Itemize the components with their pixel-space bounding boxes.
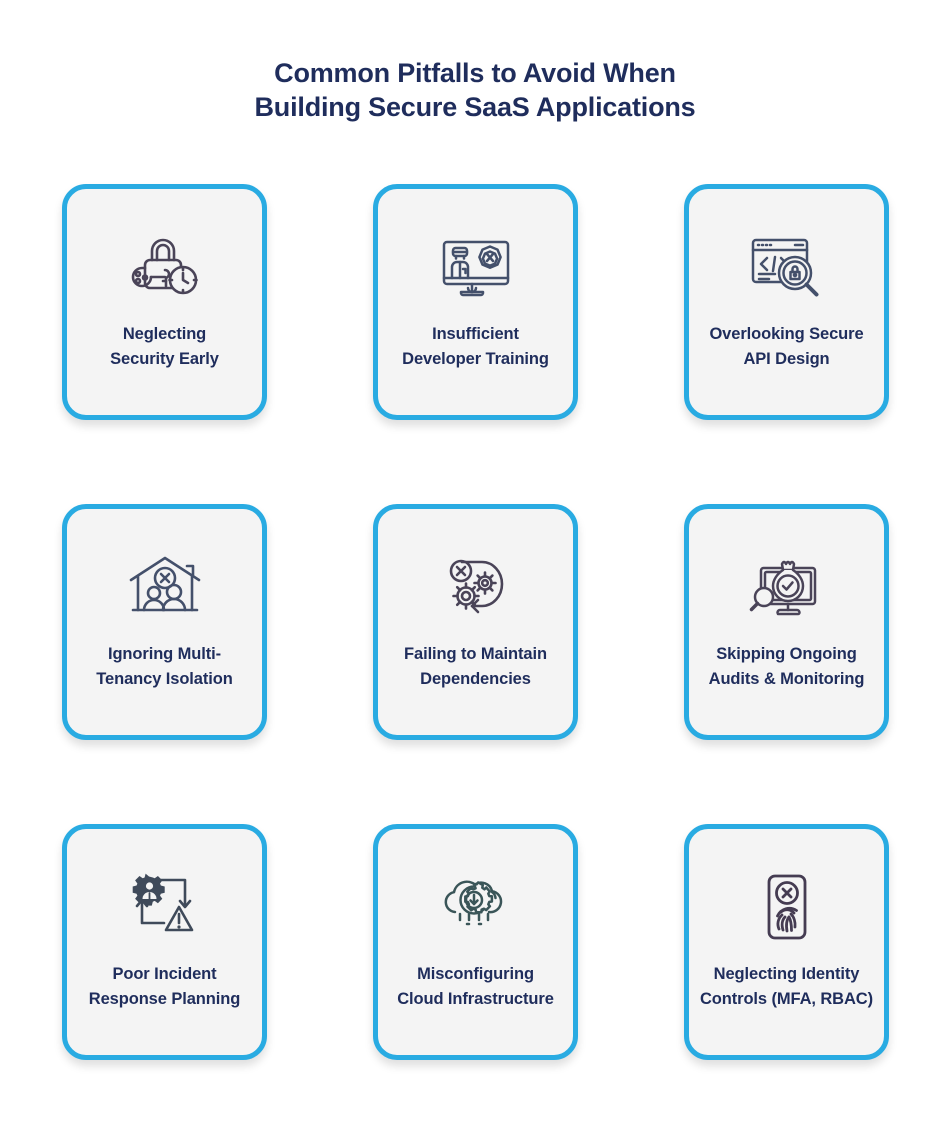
card-misconfiguring-cloud-infrastructure[interactable]: Misconfiguring Cloud Infrastructure	[373, 824, 578, 1060]
page-title-line-2: Building Secure SaaS Applications	[254, 92, 696, 122]
card-label: Skipping Ongoing Audits & Monitoring	[708, 645, 865, 688]
card-label: Insufficient Developer Training	[402, 325, 549, 368]
card-label: Ignoring Multi- Tenancy Isolation	[96, 645, 233, 688]
card-label: Neglecting Identity Controls (MFA, RBAC)	[699, 965, 874, 1008]
card-neglecting-security-early[interactable]: Neglecting Security Early	[62, 184, 267, 420]
card-insufficient-developer-training[interactable]: Insufficient Developer Training	[373, 184, 578, 420]
gear-user-warning-cycle-icon	[123, 871, 207, 945]
id-card-fingerprint-error-icon	[745, 871, 829, 945]
card-poor-incident-response-planning[interactable]: Poor Incident Response Planning	[62, 824, 267, 1060]
card-ignoring-multi-tenancy-isolation[interactable]: Ignoring Multi- Tenancy Isolation	[62, 504, 267, 740]
cloud-gear-download-icon	[434, 871, 518, 945]
house-people-error-icon	[123, 551, 207, 625]
page-title-line-1: Common Pitfalls to Avoid When	[274, 58, 676, 88]
card-label: Poor Incident Response Planning	[88, 965, 241, 1008]
card-overlooking-secure-api-design[interactable]: Overlooking Secure API Design	[684, 184, 889, 420]
code-window-lock-magnifier-icon	[745, 231, 829, 305]
padlock-key-clock-icon	[123, 231, 207, 305]
monitor-training-error-icon	[434, 231, 518, 305]
card-neglecting-identity-controls[interactable]: Neglecting Identity Controls (MFA, RBAC)	[684, 824, 889, 1060]
pitfalls-grid: Neglecting Security Early	[62, 184, 889, 1060]
card-label: Overlooking Secure API Design	[709, 325, 864, 368]
page-title: Common Pitfalls to Avoid When Building S…	[0, 56, 950, 124]
card-failing-to-maintain-dependencies[interactable]: Failing to Maintain Dependencies	[373, 504, 578, 740]
card-label: Misconfiguring Cloud Infrastructure	[397, 965, 554, 1008]
monitor-moneybag-check-magnifier-icon	[745, 551, 829, 625]
card-skipping-ongoing-audits-monitoring[interactable]: Skipping Ongoing Audits & Monitoring	[684, 504, 889, 740]
card-label: Neglecting Security Early	[110, 325, 219, 368]
gears-error-refresh-icon	[434, 551, 518, 625]
card-label: Failing to Maintain Dependencies	[404, 645, 547, 688]
